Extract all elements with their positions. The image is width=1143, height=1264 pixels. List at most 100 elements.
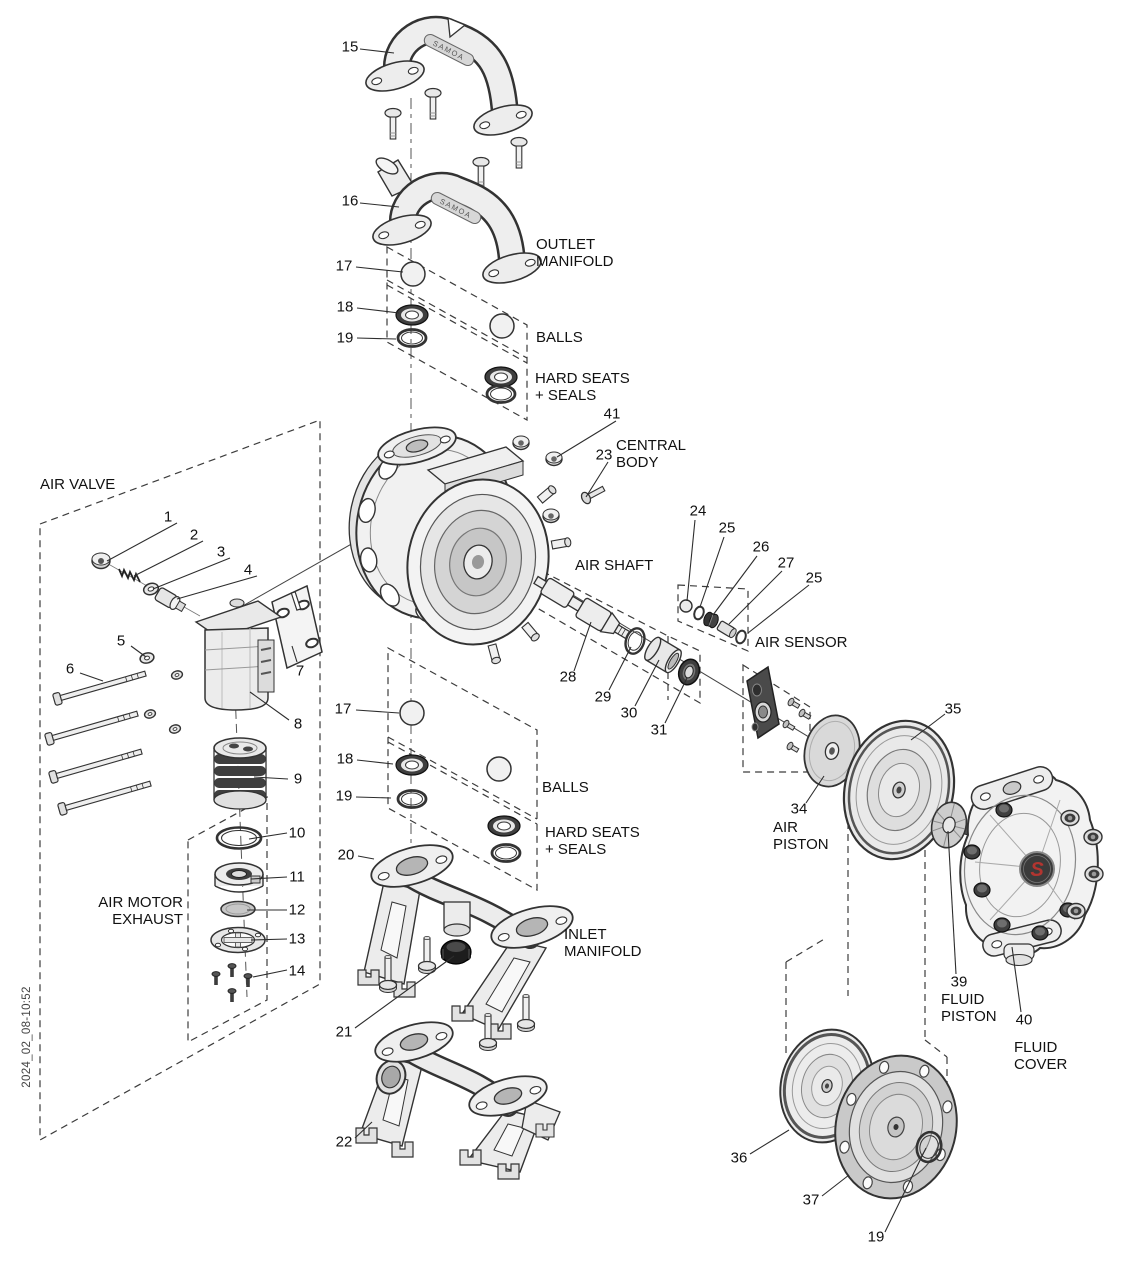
bottom-manifold-part: [355, 1021, 561, 1180]
gasket-7: [271, 584, 323, 670]
part-number-23: 23: [595, 446, 613, 464]
leader-line-37: [821, 1174, 850, 1197]
part-number-19: 19: [335, 787, 353, 805]
flange-13: [210, 926, 266, 954]
o-ring-25a: [693, 605, 705, 621]
part-number-41: 41: [603, 405, 621, 423]
part-number-36: 36: [730, 1149, 748, 1167]
timestamp-watermark: 2024_02_08-10:52: [21, 986, 33, 1088]
o-ring-29: [624, 627, 646, 655]
leader-line-39: [947, 830, 957, 975]
part-number-4: 4: [243, 561, 253, 579]
leader-line-14: [252, 969, 288, 978]
leader-line-21: [354, 955, 455, 1029]
leader-line-36: [749, 1129, 790, 1155]
part-number-22: 22: [335, 1133, 353, 1151]
leader-line-6: [79, 672, 104, 682]
part-number-19: 19: [867, 1228, 885, 1246]
leader-line-25: [699, 536, 725, 608]
label-air-shaft: AIR SHAFT: [575, 557, 654, 574]
disc-12: [220, 900, 256, 918]
piston-27: [716, 620, 737, 639]
part-number-17: 17: [335, 257, 353, 275]
inlet-bolts: [378, 935, 536, 1051]
part-number-7: 7: [295, 662, 305, 680]
air-valve-box: [39, 419, 321, 1142]
o-ring-19-lower: [915, 1130, 943, 1164]
label-fluid-cover: FLUID COVER: [1014, 1039, 1068, 1073]
long-bolts-6: [44, 670, 152, 816]
leader-line-17: [355, 266, 404, 273]
inlet-manifold-part: [357, 844, 574, 1040]
hard-seat: [484, 366, 518, 388]
part-number-24: 24: [689, 502, 707, 520]
central-body-front-ring: [406, 478, 550, 646]
valve-body-8: [194, 598, 283, 711]
part-number-25: 25: [718, 519, 736, 537]
spool-26: [703, 611, 719, 629]
air-motor-exhaust-assembly: [210, 737, 267, 1002]
brand-logo: S: [1019, 851, 1055, 887]
part-number-35: 35: [944, 700, 962, 718]
leader-line-22: [354, 1121, 373, 1139]
seal-31: [677, 658, 701, 686]
leader-line-20: [357, 855, 375, 860]
hard-seat: [487, 815, 521, 837]
air-motor-exhaust-box: [187, 795, 268, 1043]
part-number-31: 31: [650, 721, 668, 739]
leader-line-40: [1011, 946, 1022, 1013]
leader-line-7: [291, 645, 298, 663]
ball: [489, 313, 515, 339]
leader-line-8: [249, 691, 290, 721]
label-balls-lower: BALLS: [542, 779, 589, 796]
manifold-top: SAMOA: [365, 15, 533, 136]
bearing-11: [214, 862, 264, 893]
part-number-26: 26: [752, 538, 770, 556]
washer: [168, 724, 182, 734]
air-shaft-assembly: [533, 575, 701, 686]
air-sensor-parts-box: [677, 584, 749, 652]
seal-ring: [396, 328, 428, 348]
leader-line-29: [608, 646, 632, 691]
label-hard-seats-upper: HARD SEATS + SEALS: [535, 370, 630, 404]
part-number-18: 18: [336, 298, 354, 316]
leader-line-41: [556, 420, 617, 458]
leader-line-17: [355, 709, 400, 714]
manifold-bolts: [384, 87, 528, 189]
leader-line-1: [106, 522, 178, 562]
part-number-3: 3: [216, 543, 226, 561]
brand-logo-letter: S: [1030, 859, 1044, 881]
label-air-motor-exhaust: AIR MOTOR EXHAUST: [98, 894, 183, 928]
part-number-9: 9: [293, 770, 303, 788]
ball: [486, 756, 512, 782]
part-number-6: 6: [65, 660, 75, 678]
leader-line-3: [152, 557, 231, 590]
leader-line-24: [686, 519, 696, 602]
seal-ring: [490, 843, 522, 863]
washer: [170, 670, 184, 680]
leader-line-27: [728, 570, 783, 625]
shaft-28: [533, 575, 631, 640]
fluid-piston-part: [930, 801, 978, 849]
label-outlet-manifold: OUTLET MANIFOLD: [536, 236, 614, 270]
muffler-nut-21: [440, 939, 472, 965]
flange-disc-37: [834, 1054, 958, 1200]
part-number-20: 20: [337, 846, 355, 864]
part-number-5: 5: [116, 632, 126, 650]
label-hard-seats-lower: HARD SEATS + SEALS: [545, 824, 640, 858]
leader-line-31: [664, 677, 688, 724]
leader-line-34: [805, 775, 825, 804]
part-number-16: 16: [341, 192, 359, 210]
part-number-40: 40: [1015, 1011, 1033, 1029]
central-body-top-flange: [377, 426, 457, 466]
valve-nut-1: [91, 552, 111, 570]
leader-line-19: [356, 337, 397, 340]
label-air-sensor: AIR SENSOR: [755, 634, 848, 651]
part-number-37: 37: [802, 1191, 820, 1209]
leader-line-19: [884, 1147, 927, 1233]
part-number-27: 27: [777, 554, 795, 572]
leader-line-9: [253, 776, 289, 780]
hard-seat: [395, 754, 429, 776]
piston-stack-9: [213, 737, 267, 810]
